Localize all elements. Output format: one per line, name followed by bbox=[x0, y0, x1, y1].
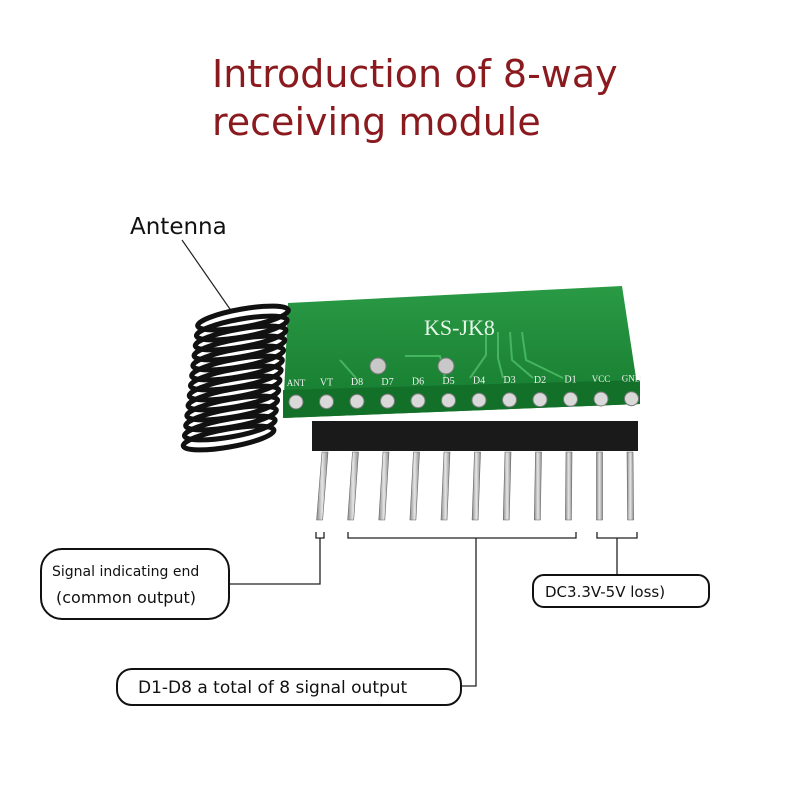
pin-header bbox=[312, 421, 638, 451]
header-pin-d8 bbox=[347, 451, 359, 521]
pin-label-gnd: GND bbox=[622, 374, 642, 384]
header-pin-d7 bbox=[378, 451, 390, 521]
pcb-via-right bbox=[437, 357, 455, 375]
callout-signal-end-line2: (common output) bbox=[56, 588, 197, 607]
pcb-edge bbox=[283, 380, 640, 418]
antenna-coil bbox=[180, 303, 291, 453]
callout-power: DC3.3V-5V loss) bbox=[532, 574, 710, 608]
callout-data-outputs: D1-D8 a total of 8 signal output bbox=[116, 668, 462, 706]
pin-label-d1: D1 bbox=[564, 374, 576, 385]
leader-signal-end bbox=[230, 538, 321, 585]
header-pin-d2 bbox=[533, 451, 542, 521]
solder-pad-d1 bbox=[563, 391, 578, 407]
leader-data-outputs bbox=[462, 538, 477, 687]
bracket-lines bbox=[230, 532, 638, 687]
antenna-coil-turn bbox=[180, 423, 277, 453]
pin-label-d7: D7 bbox=[381, 377, 393, 388]
pin-label-vcc: VCC bbox=[592, 374, 611, 384]
pin-labels: ANT VT D8 D7 D6 D5 D4 D3 D2 D1 VCC GND bbox=[287, 374, 642, 410]
bracket-data-outputs bbox=[347, 532, 577, 539]
header-pin-d6 bbox=[409, 451, 420, 521]
title-line-2: receiving module bbox=[212, 100, 541, 144]
solder-pad-vcc bbox=[593, 391, 609, 407]
solder-pad-gnd bbox=[624, 391, 639, 407]
header-pin-gnd bbox=[626, 451, 634, 521]
pin-label-d5: D5 bbox=[442, 376, 454, 387]
solder-pad-d4 bbox=[471, 392, 487, 408]
header-pin-d1 bbox=[565, 451, 573, 521]
solder-pad-vt bbox=[319, 394, 334, 410]
solder-pad-d8 bbox=[349, 393, 365, 409]
pins bbox=[316, 451, 634, 521]
header-pin-d3 bbox=[502, 451, 512, 521]
pcb-traces bbox=[339, 331, 564, 379]
bracket-signal-end bbox=[315, 532, 325, 539]
solder-pad-d7 bbox=[380, 393, 395, 409]
pin-label-vt: VT bbox=[320, 378, 333, 389]
solder-pad-d3 bbox=[502, 392, 517, 408]
antenna-leader-line bbox=[181, 239, 233, 313]
antenna-coil-turn bbox=[181, 413, 278, 443]
header-pin-d5 bbox=[440, 451, 451, 521]
header-pin-vcc bbox=[596, 451, 603, 521]
solder-pad-d5 bbox=[441, 393, 456, 408]
callout-signal-end-line1: Signal indicating end bbox=[52, 564, 200, 580]
pin-label-d3: D3 bbox=[503, 375, 515, 386]
pin-label-d2: D2 bbox=[534, 375, 546, 386]
antenna-label: Antenna bbox=[130, 214, 227, 240]
pin-label-d8: D8 bbox=[351, 377, 363, 388]
pcb-via-left bbox=[369, 357, 387, 375]
callout-signal-end: Signal indicating end (common output) bbox=[40, 548, 230, 620]
solder-pad-d6 bbox=[410, 393, 426, 409]
header-pin-d4 bbox=[471, 451, 481, 521]
page-title: Introduction of 8-way receiving module bbox=[212, 50, 772, 146]
pin-label-d6: D6 bbox=[412, 376, 424, 387]
board-model-label: KS-JK8 bbox=[424, 315, 495, 340]
pin-label-d4: D4 bbox=[473, 376, 485, 387]
bracket-power bbox=[596, 532, 638, 539]
header-pin-vt bbox=[316, 451, 329, 521]
solder-pad-ant bbox=[288, 394, 304, 410]
solder-pad-d2 bbox=[532, 392, 548, 408]
title-line-1: Introduction of 8-way bbox=[212, 52, 618, 96]
pin-label-ant: ANT bbox=[287, 378, 306, 388]
